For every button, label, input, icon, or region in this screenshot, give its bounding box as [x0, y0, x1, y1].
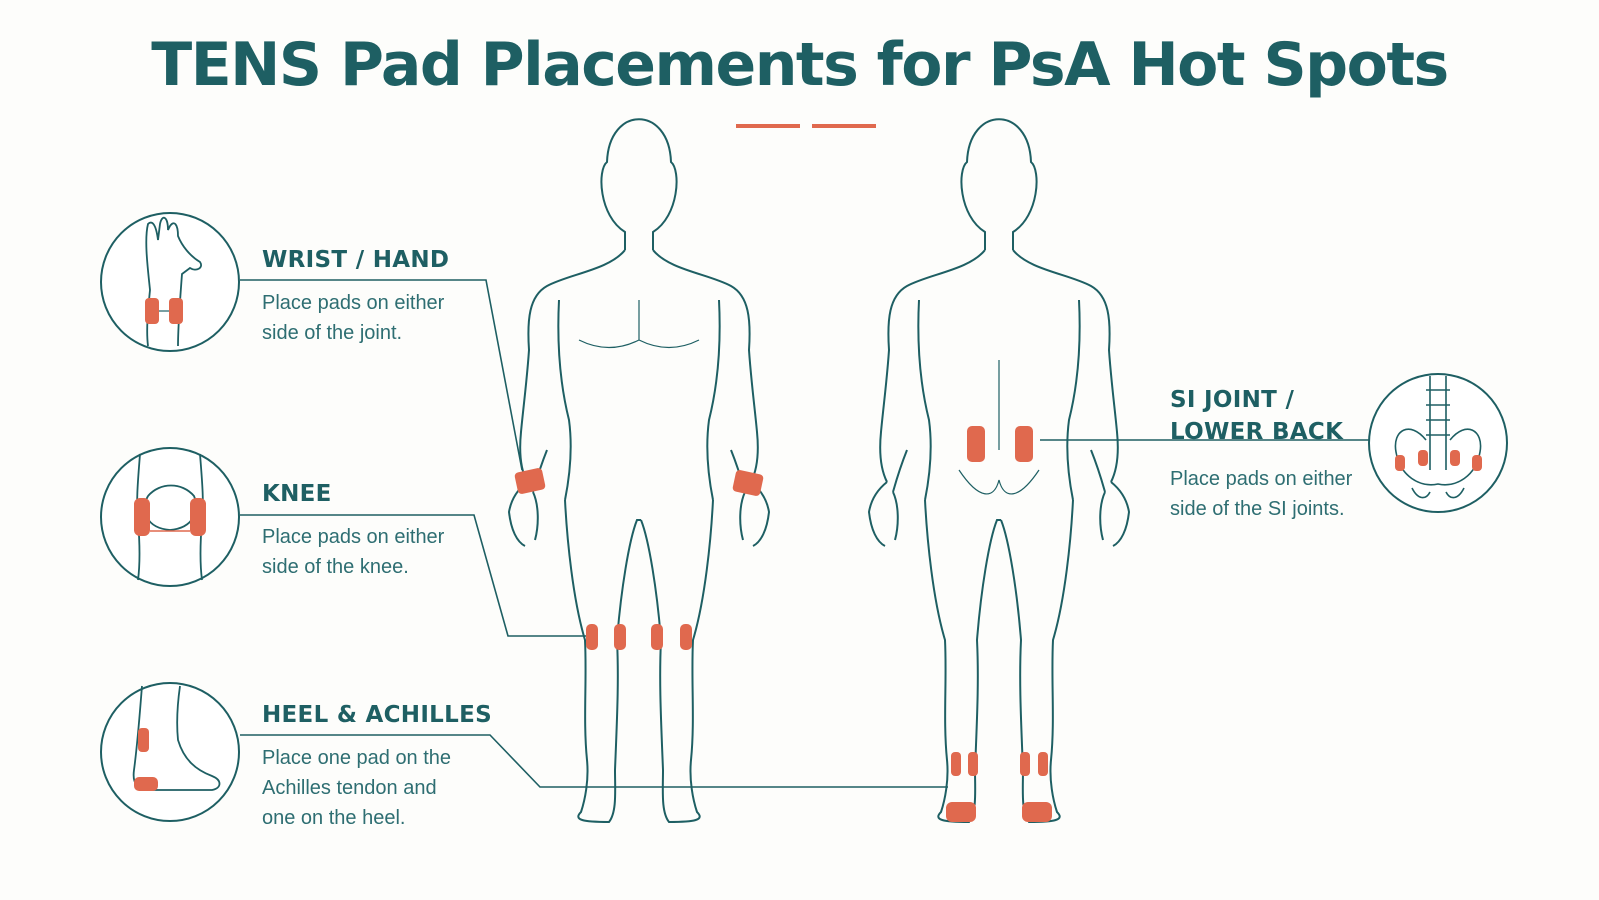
connector-lines — [240, 279, 1372, 788]
back-si-pad-right — [1015, 426, 1033, 462]
wrist-inset-pad-left — [145, 298, 159, 324]
heel-callout: HEEL & ACHILLES Place one pad on the Ach… — [262, 699, 492, 833]
title-accent-right — [812, 124, 876, 128]
title-accent-left — [736, 124, 800, 128]
knee-inset-pad-right — [190, 498, 206, 536]
wrist-hand-inset — [100, 212, 240, 352]
front-left-wrist-pad — [514, 468, 546, 494]
knee-inset — [100, 447, 240, 587]
back-si-pad-left — [967, 426, 985, 462]
front-knee-pad-1 — [586, 624, 598, 650]
knee-heading: KNEE — [262, 481, 332, 507]
front-body-figure — [508, 118, 770, 823]
si-joint-inset — [1368, 373, 1508, 513]
si-inset-pad-3 — [1450, 450, 1460, 466]
si-inset-pad-4 — [1472, 455, 1482, 471]
front-right-wrist-pad — [732, 470, 764, 496]
back-body-figure — [868, 118, 1130, 823]
heel-achilles-inset — [100, 682, 240, 822]
back-achilles-pad-1 — [951, 752, 961, 776]
si-callout: SI JOINT / LOWER BACK Place pads on eith… — [1170, 384, 1352, 524]
heel-heading: HEEL & ACHILLES — [262, 702, 492, 728]
wrist-callout: WRIST / HAND Place pads on either side o… — [262, 244, 449, 348]
si-inset-pad-2 — [1418, 450, 1428, 466]
si-heading: SI JOINT / LOWER BACK — [1170, 387, 1344, 445]
heel-inset-pad — [134, 777, 158, 791]
page-title: TENS Pad Placements for PsA Hot Spots — [151, 30, 1449, 100]
wrist-connector-line — [240, 279, 523, 471]
back-achilles-pad-3 — [1020, 752, 1030, 776]
achilles-inset-pad — [138, 728, 149, 752]
knee-callout: KNEE Place pads on either side of the kn… — [262, 478, 444, 582]
heel-description: Place one pad on the Achilles tendon and… — [262, 747, 452, 829]
wrist-heading: WRIST / HAND — [262, 247, 450, 273]
front-pads — [514, 468, 764, 650]
wrist-description: Place pads on either side of the joint. — [262, 292, 445, 344]
back-pads — [946, 426, 1052, 822]
si-description: Place pads on either side of the SI join… — [1170, 468, 1353, 520]
wrist-inset-pad-right — [169, 298, 183, 324]
front-knee-pad-2 — [614, 624, 626, 650]
back-heel-pad-right — [1022, 802, 1052, 822]
back-achilles-pad-4 — [1038, 752, 1048, 776]
heel-connector-line — [240, 734, 948, 788]
knee-inset-pad-left — [134, 498, 150, 536]
knee-connector-line — [240, 514, 588, 637]
front-knee-pad-4 — [680, 624, 692, 650]
front-knee-pad-3 — [651, 624, 663, 650]
back-heel-pad-left — [946, 802, 976, 822]
back-achilles-pad-2 — [968, 752, 978, 776]
knee-description: Place pads on either side of the knee. — [262, 526, 445, 578]
si-inset-pad-1 — [1395, 455, 1405, 471]
